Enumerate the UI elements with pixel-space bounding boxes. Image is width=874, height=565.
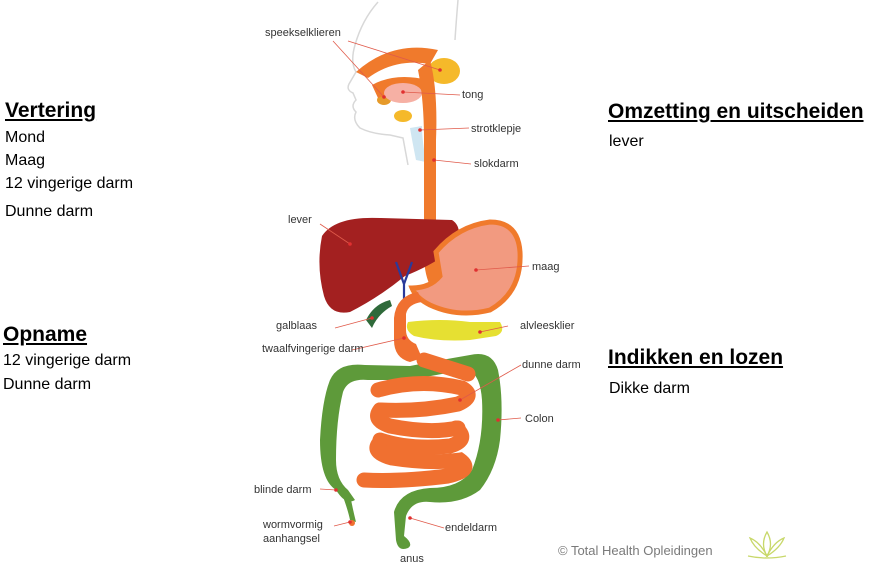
label-anus: anus [400, 553, 424, 565]
opname-item-12-vingerige-darm: 12 vingerige darm [3, 352, 132, 369]
salivary-gland-parotid [428, 58, 460, 84]
opname-item-dunne-darm: Dunne darm [3, 376, 92, 393]
indikken-item-dikke-darm: Dikke darm [609, 380, 690, 397]
label-pointers [319, 40, 530, 529]
label-speekselklieren: speekselklieren [265, 27, 341, 39]
salivary-gland-small [394, 110, 412, 122]
label-tong: tong [462, 89, 483, 101]
head-outline [347, 0, 459, 166]
label-alvleesklier: alvleesklier [520, 320, 575, 332]
vertering-item-dunne-darm: Dunne darm [5, 203, 94, 220]
heading-opname: Opname [3, 323, 88, 346]
vertering-item-mond: Mond [5, 129, 46, 146]
lotus-logo-icon [747, 530, 787, 559]
duodenum-shape [394, 292, 422, 362]
omzetting-item-lever: lever [609, 133, 644, 150]
label-endeldarm: endeldarm [445, 522, 497, 534]
vertering-item-12-vingerige-darm: 12 vingerige darm [5, 175, 134, 192]
label-colon: Colon [525, 413, 554, 425]
vertering-item-maag: Maag [5, 152, 46, 169]
heading-indikken: Indikken en lozen [608, 346, 784, 369]
label-dunne-darm: dunne darm [522, 359, 581, 371]
colon-shape [320, 354, 502, 549]
label-lever: lever [288, 214, 312, 226]
nasal-cavity [356, 47, 438, 78]
label-twaalfvingerige-darm: twaalfvingerige darm [262, 343, 364, 355]
appendix-shape [342, 494, 356, 522]
stomach-shape [408, 219, 523, 316]
label-galblaas: galblaas [276, 320, 317, 332]
heading-vertering: Vertering [5, 99, 97, 122]
label-blinde-darm: blinde darm [254, 484, 311, 496]
trachea [410, 126, 426, 162]
liver-shape [319, 217, 460, 313]
label-slokdarm: slokdarm [474, 158, 519, 170]
pancreas-shape [406, 320, 503, 341]
label-dots [334, 68, 500, 524]
label-wormvormig: wormvormig [262, 519, 323, 531]
gallbladder-shape [366, 300, 392, 328]
label-strotklepje: strotklepje [471, 123, 521, 135]
label-aanhangsel: aanhangsel [263, 533, 320, 545]
copyright-text: © Total Health Opleidingen [558, 543, 713, 558]
heading-omzetting: Omzetting en uitscheiden [608, 100, 864, 123]
label-maag: maag [532, 261, 560, 273]
